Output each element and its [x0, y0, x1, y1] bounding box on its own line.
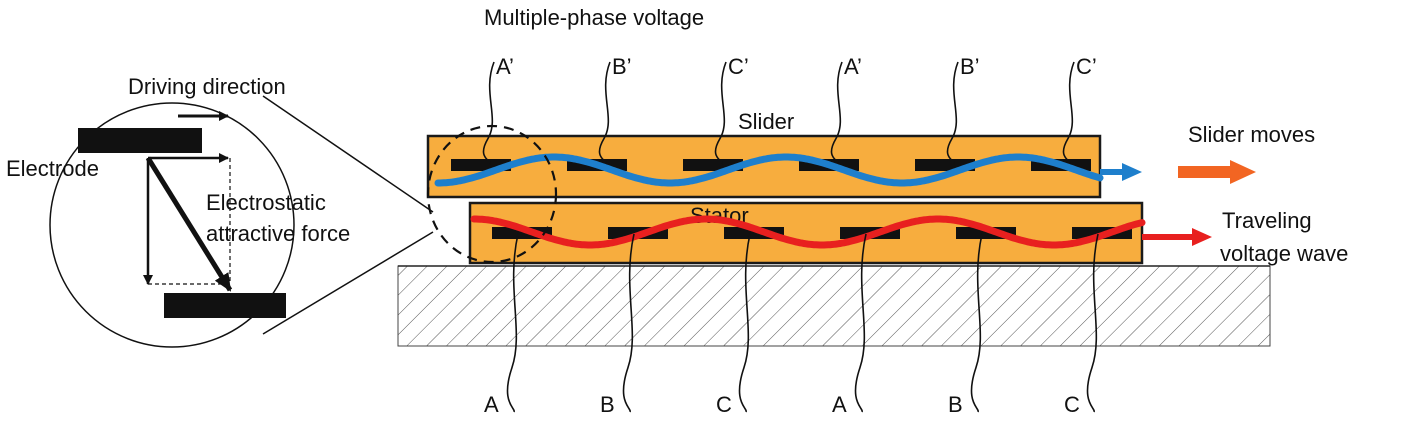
zoom-line-bottom — [262, 231, 434, 335]
electrode-label: Electrode — [6, 156, 99, 181]
upper-electrode — [78, 128, 202, 153]
stator-plate — [468, 201, 1144, 265]
slider-moves-label: Slider moves — [1188, 122, 1315, 147]
force-label-line2: attractive force — [206, 221, 350, 246]
slider-phase-label: C’ — [1076, 54, 1097, 79]
slider-lead-wire — [714, 61, 727, 165]
slider-moves-arrow — [1178, 160, 1256, 184]
slider-lead-wires — [482, 61, 1075, 165]
slider-lead-wire — [482, 61, 495, 165]
slider-phase-label: A’ — [844, 54, 862, 79]
stator-lead-wire — [738, 233, 751, 413]
slider-lead-wire — [1062, 61, 1075, 165]
stator-lead-wires — [506, 233, 1099, 413]
slider-wave-arrowhead — [1122, 163, 1142, 181]
diagram-title: Multiple-phase voltage — [484, 5, 704, 30]
stator-phase-label: A — [484, 392, 499, 417]
stator-lead-wire — [622, 233, 635, 413]
slider-phase-label: A’ — [496, 54, 514, 79]
inset-circle — [49, 102, 295, 348]
stator-lead-wire — [854, 233, 867, 413]
stator-lead-wire — [970, 233, 983, 413]
stator-lead-wire — [506, 233, 519, 413]
resultant-force-arrow — [145, 156, 233, 292]
slider-lead-wire — [946, 61, 959, 165]
stator-voltage-wave — [470, 215, 1146, 249]
stator-phase-label: A — [832, 392, 847, 417]
slider-lead-wire — [598, 61, 611, 165]
stator-phase-label: B — [948, 392, 963, 417]
slider-phase-label: B’ — [960, 54, 980, 79]
base-hatched-ground — [397, 265, 1271, 347]
slider-phase-label: B’ — [612, 54, 632, 79]
stator-phase-label: C — [1064, 392, 1080, 417]
slider-voltage-wave — [434, 153, 1104, 187]
zoom-line-top — [262, 95, 434, 213]
force-label-line1: Electrostatic — [206, 190, 326, 215]
inset-detail: Driving direction Electrode Electrostati… — [6, 74, 434, 348]
traveling-wave-label-line1: Traveling — [1222, 208, 1312, 233]
slider-phase-label: C’ — [728, 54, 749, 79]
stator-phase-label: B — [600, 392, 615, 417]
stator-lead-wire — [1086, 233, 1099, 413]
stator-phase-label: C — [716, 392, 732, 417]
traveling-wave-label-line2: voltage wave — [1220, 241, 1348, 266]
lower-electrode — [164, 293, 286, 318]
slider-label: Slider — [738, 109, 794, 134]
driving-direction-label: Driving direction — [128, 74, 286, 99]
slider-lead-wire — [830, 61, 843, 165]
stator-wave-arrowhead — [1192, 228, 1212, 246]
slider-plate — [426, 134, 1102, 199]
